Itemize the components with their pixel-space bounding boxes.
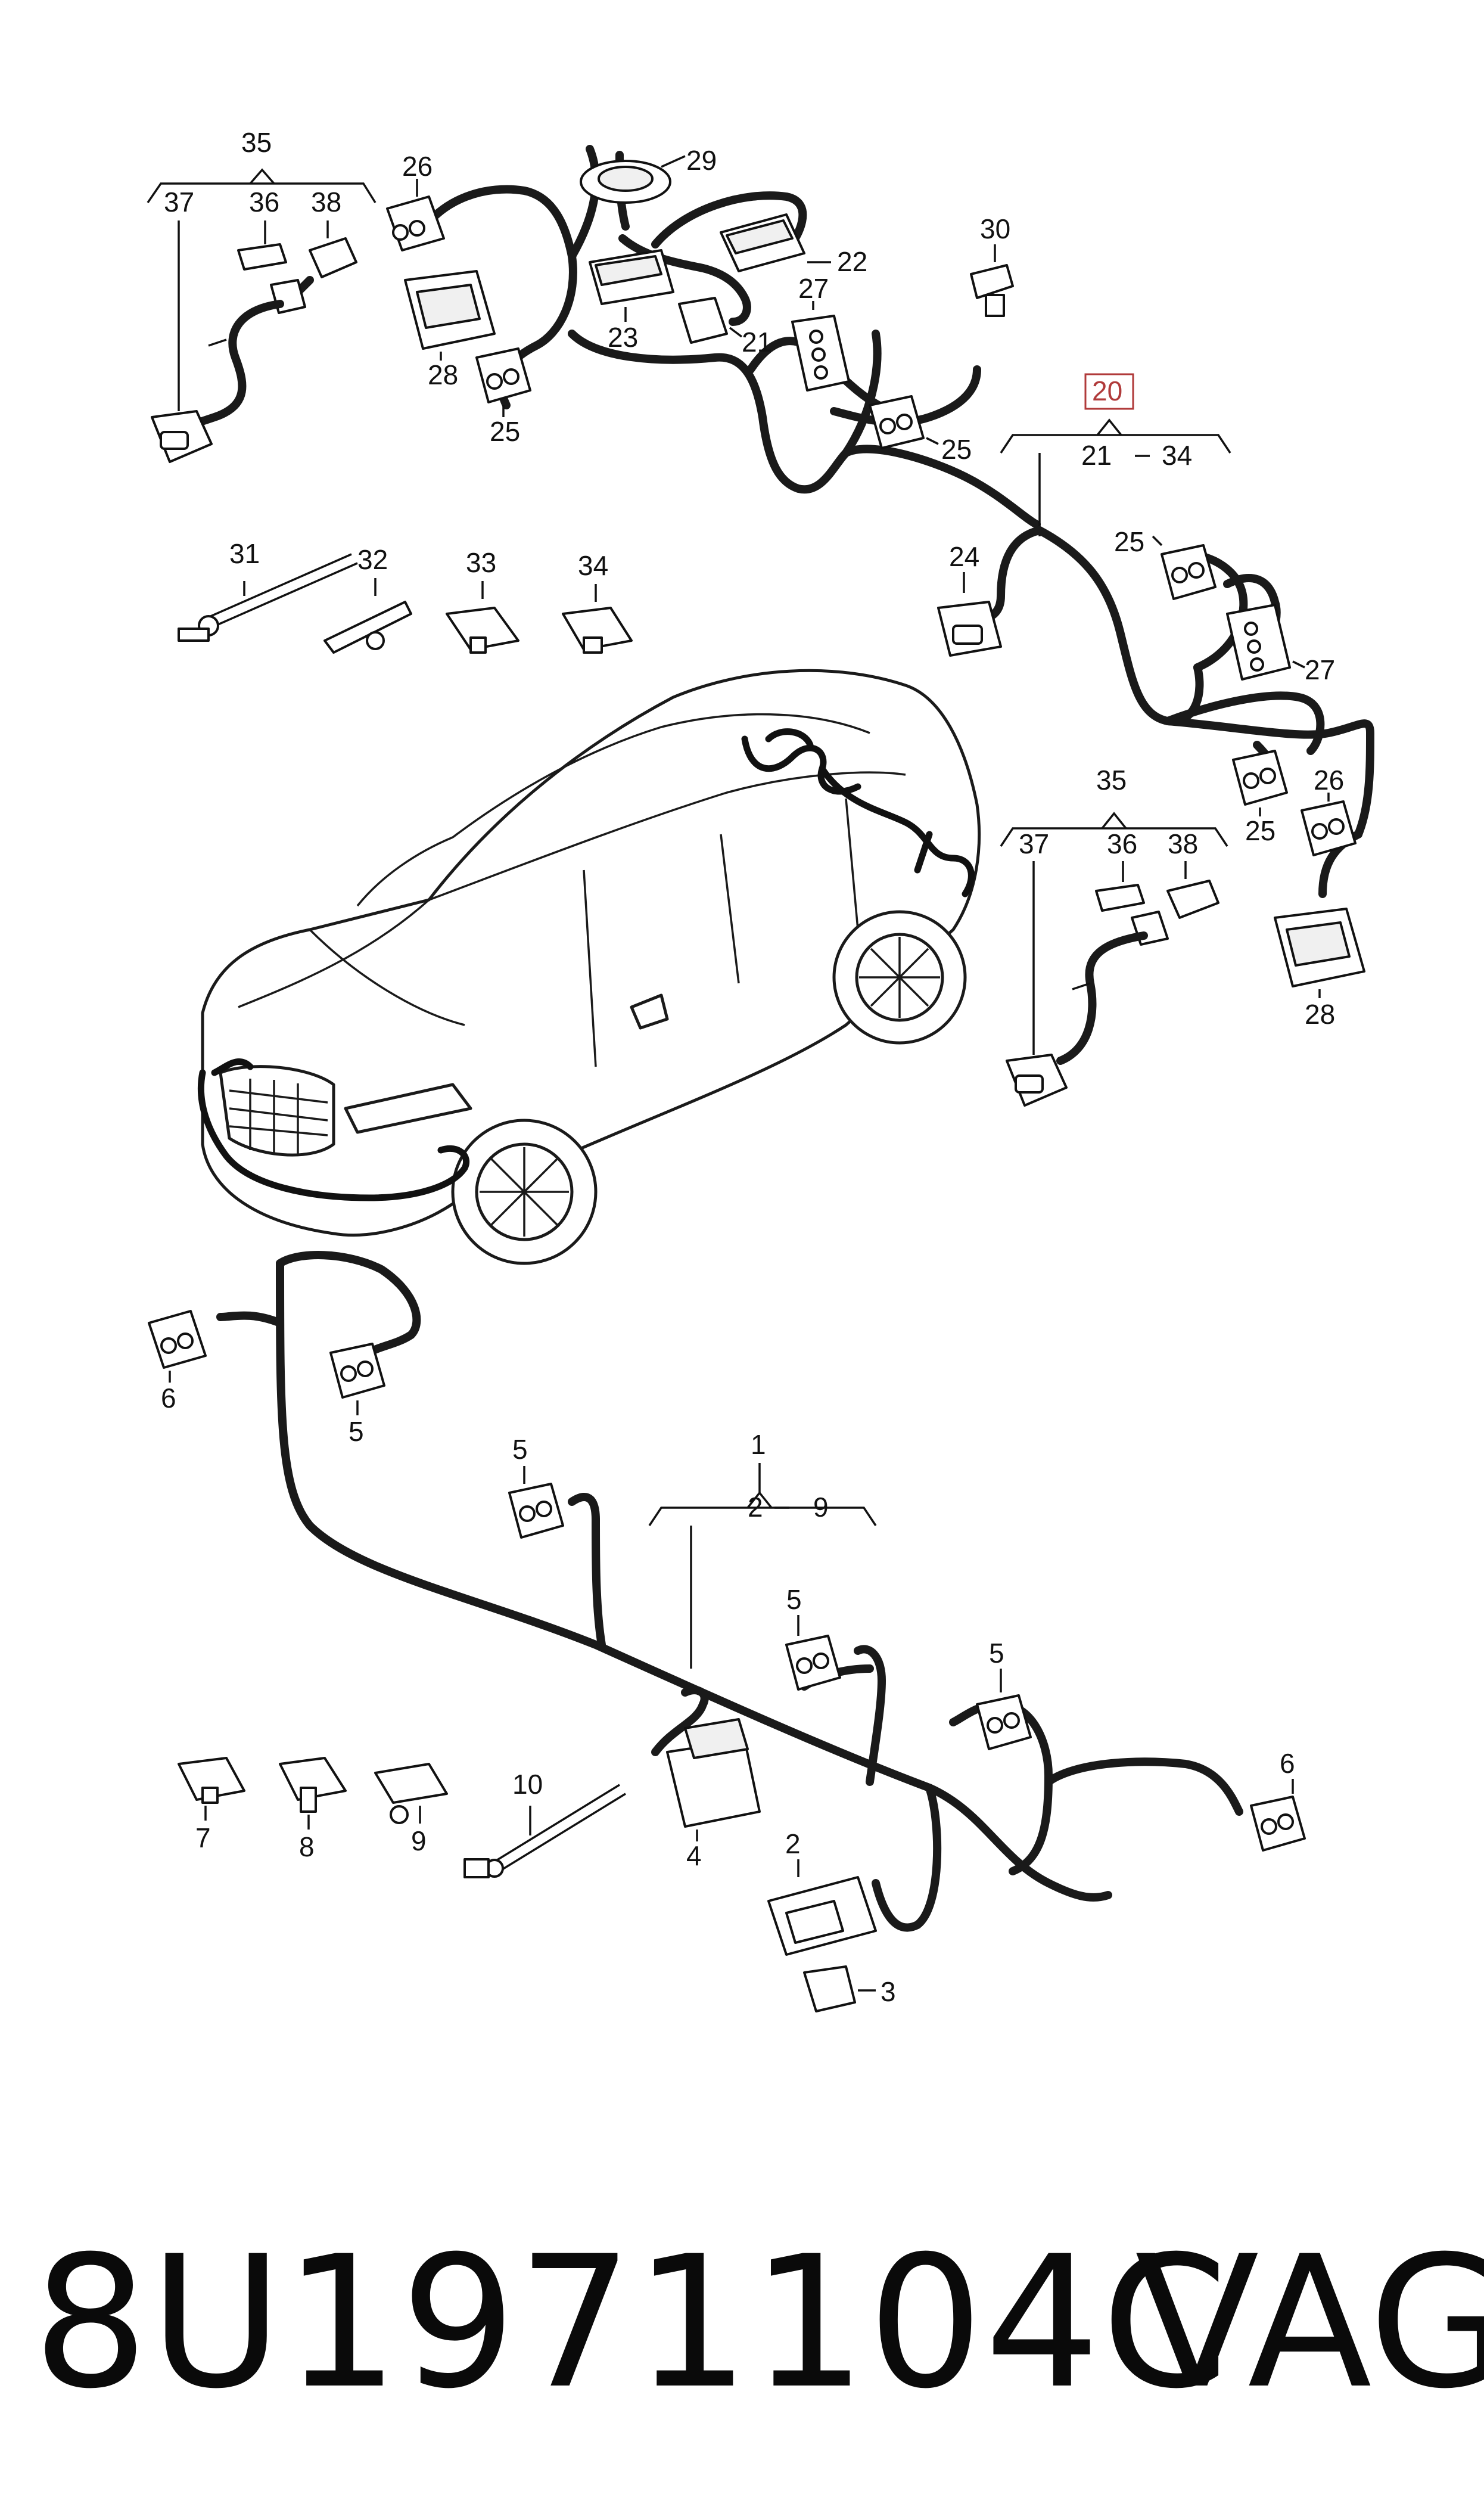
callout-5-mid: 5 [512, 1434, 528, 1465]
clip-3-icon [803, 1965, 856, 2012]
callout-9: 9 [411, 1825, 427, 1856]
callout-30: 30 [980, 213, 1010, 244]
callout-37-top: 37 [164, 187, 194, 218]
callout-5-right: 5 [989, 1638, 1004, 1669]
harness-right-section: 24 25 27 25 26 28 35 37 [937, 526, 1374, 1107]
callout-28-top: 28 [428, 359, 458, 390]
callout-7: 7 [195, 1822, 211, 1853]
callout-37-right: 37 [1019, 828, 1049, 859]
callout-38-top: 38 [311, 187, 341, 218]
clip-8-icon [279, 1757, 347, 1801]
callout-20-highlight-box [1084, 373, 1134, 410]
callout-10: 10 [512, 1769, 543, 1800]
callout-3: 3 [881, 1976, 896, 2007]
callout-8: 8 [299, 1831, 315, 1862]
callout-32: 32 [357, 544, 388, 575]
callout-6-left: 6 [161, 1383, 176, 1414]
harness-20-group: 20 21 34 [1000, 373, 1231, 536]
callout-31: 31 [229, 538, 260, 569]
callout-5-center: 5 [786, 1584, 802, 1615]
callout-20: 20 [1092, 375, 1122, 406]
fasteners-31-34: 31 32 33 34 [178, 538, 633, 654]
clip-7-icon [178, 1757, 245, 1801]
callout-29: 29 [686, 145, 717, 176]
callout-27-right: 27 [1305, 654, 1335, 685]
callout-34-range: 34 [1162, 440, 1192, 471]
harness-top-section: 29 26 28 25 22 23 21 [386, 145, 1041, 529]
callout-5-left: 5 [349, 1416, 364, 1447]
clip-36-right-icon [1095, 884, 1145, 912]
callout-28-right: 28 [1305, 999, 1335, 1030]
callout-9-range: 9 [813, 1492, 829, 1523]
callout-1: 1 [751, 1429, 766, 1460]
clip-34-icon [562, 607, 633, 651]
clip-30-icon [970, 264, 1014, 299]
callout-2-range: 2 [748, 1492, 763, 1523]
sensor-38-right-icon [1166, 880, 1219, 919]
callout-25-right: 25 [1114, 526, 1144, 557]
connector-21-top-icon [678, 297, 728, 344]
clip-32-icon [323, 601, 412, 654]
part-number: 8U1971104C [33, 2217, 1230, 2428]
callout-35-right: 35 [1096, 765, 1127, 796]
callout-25-top-mid: 25 [941, 434, 972, 465]
clip-36-icon [237, 243, 287, 271]
harness-lower-section: 6 5 5 1 2 9 5 5 [148, 1251, 1306, 2012]
callout-23: 23 [608, 322, 638, 353]
callout-38-right: 38 [1168, 828, 1198, 859]
callout-21-range: 21 [1081, 440, 1112, 471]
callout-6-right: 6 [1280, 1748, 1295, 1779]
sensor-38-icon [309, 237, 357, 278]
callout-36-right: 36 [1107, 828, 1137, 859]
callout-4: 4 [686, 1840, 702, 1871]
clip-33-icon [446, 607, 519, 651]
vehicle-illustration [197, 669, 981, 1265]
callout-25-right2: 25 [1245, 815, 1275, 846]
brand-label: VAG [1135, 2217, 1484, 2428]
clip-9-icon [374, 1763, 448, 1804]
callout-34: 34 [578, 550, 608, 581]
callout-35-top: 35 [241, 127, 272, 158]
callout-25-top-left: 25 [490, 416, 520, 447]
grille [219, 1065, 335, 1157]
callout-24: 24 [949, 541, 979, 572]
callout-26-right: 26 [1314, 765, 1344, 796]
callout-26-top: 26 [402, 151, 433, 182]
callout-21-top: 21 [742, 327, 772, 358]
sensor-group-top-left: 35 37 36 38 [147, 127, 377, 463]
callout-27-top: 27 [798, 273, 829, 304]
callout-22: 22 [837, 246, 867, 277]
callout-36-top: 36 [249, 187, 279, 218]
callout-2: 2 [785, 1828, 801, 1859]
callout-33: 33 [466, 547, 496, 578]
